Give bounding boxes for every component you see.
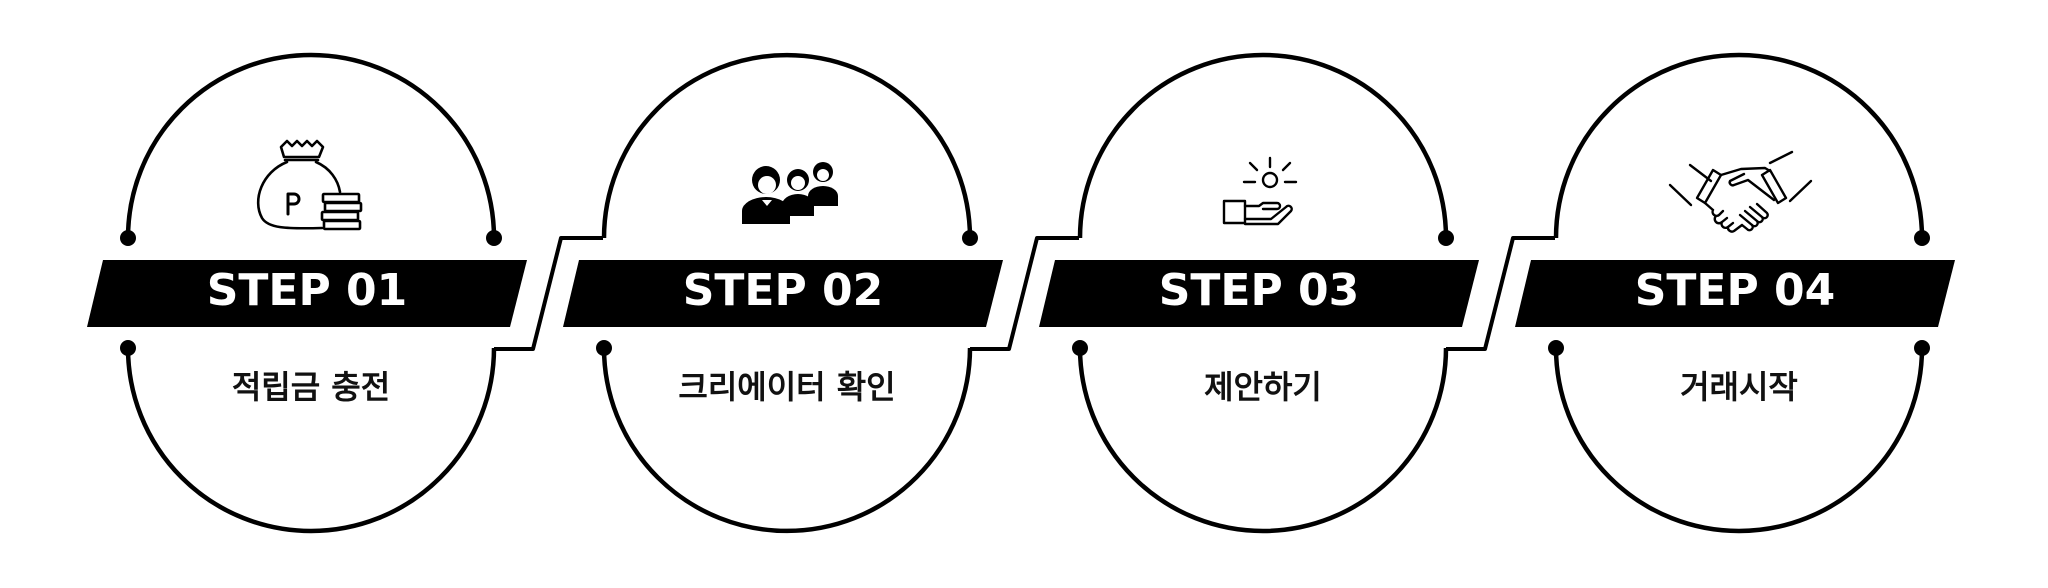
step-1-upper-arc — [125, 52, 497, 239]
step-4-lower-arc — [1553, 347, 1925, 534]
step-4 — [1515, 52, 1955, 534]
step-1-dot-bottom-left — [120, 340, 136, 356]
step-1-lower-arc — [125, 347, 497, 534]
step-4-band — [1515, 260, 1955, 327]
handshake-icon — [1668, 150, 1813, 233]
step-3-lower-arc — [1077, 347, 1449, 534]
step-3-band — [1039, 260, 1479, 327]
step-3-dot-bottom-left — [1072, 340, 1088, 356]
connector-2-3 — [970, 236, 1079, 351]
step-2-dot-top-right — [962, 230, 978, 246]
connector-3-4 — [1446, 236, 1555, 351]
step-1-dot-top-right — [486, 230, 502, 246]
step-4-dot-top-right — [1914, 230, 1930, 246]
step-2-band — [563, 260, 1003, 327]
step-4-upper-arc — [1553, 52, 1925, 239]
step-4-description: 거래시작 — [1680, 368, 1798, 406]
step-4-label: STEP 04 — [1634, 265, 1836, 316]
step-1-band — [87, 260, 527, 327]
step-3-upper-arc — [1077, 52, 1449, 239]
step-2-dot-bottom-left — [596, 340, 612, 356]
step-1-description: 적립금 충전 — [231, 368, 391, 406]
step-4-dot-bottom-right — [1914, 340, 1930, 356]
step-1-dot-top-left — [120, 230, 136, 246]
step-3-label: STEP 03 — [1158, 265, 1360, 316]
connector-1-2 — [494, 236, 603, 351]
step-1 — [87, 52, 527, 534]
money-bag-coins-icon — [256, 139, 363, 231]
step-2-lower-arc — [601, 347, 973, 534]
step-1-label: STEP 01 — [206, 265, 408, 316]
step-3-dot-top-right — [1438, 230, 1454, 246]
step-3 — [1039, 52, 1479, 534]
step-2-description: 크리에이터 확인 — [678, 368, 896, 406]
hand-offer-idea-icon — [1222, 156, 1298, 226]
step-3-description: 제안하기 — [1204, 368, 1322, 406]
people-group-icon — [742, 162, 838, 224]
step-2-label: STEP 02 — [682, 265, 884, 316]
step-4-dot-bottom-left — [1548, 340, 1564, 356]
step-2-upper-arc — [601, 52, 973, 239]
step-2 — [563, 52, 1003, 534]
